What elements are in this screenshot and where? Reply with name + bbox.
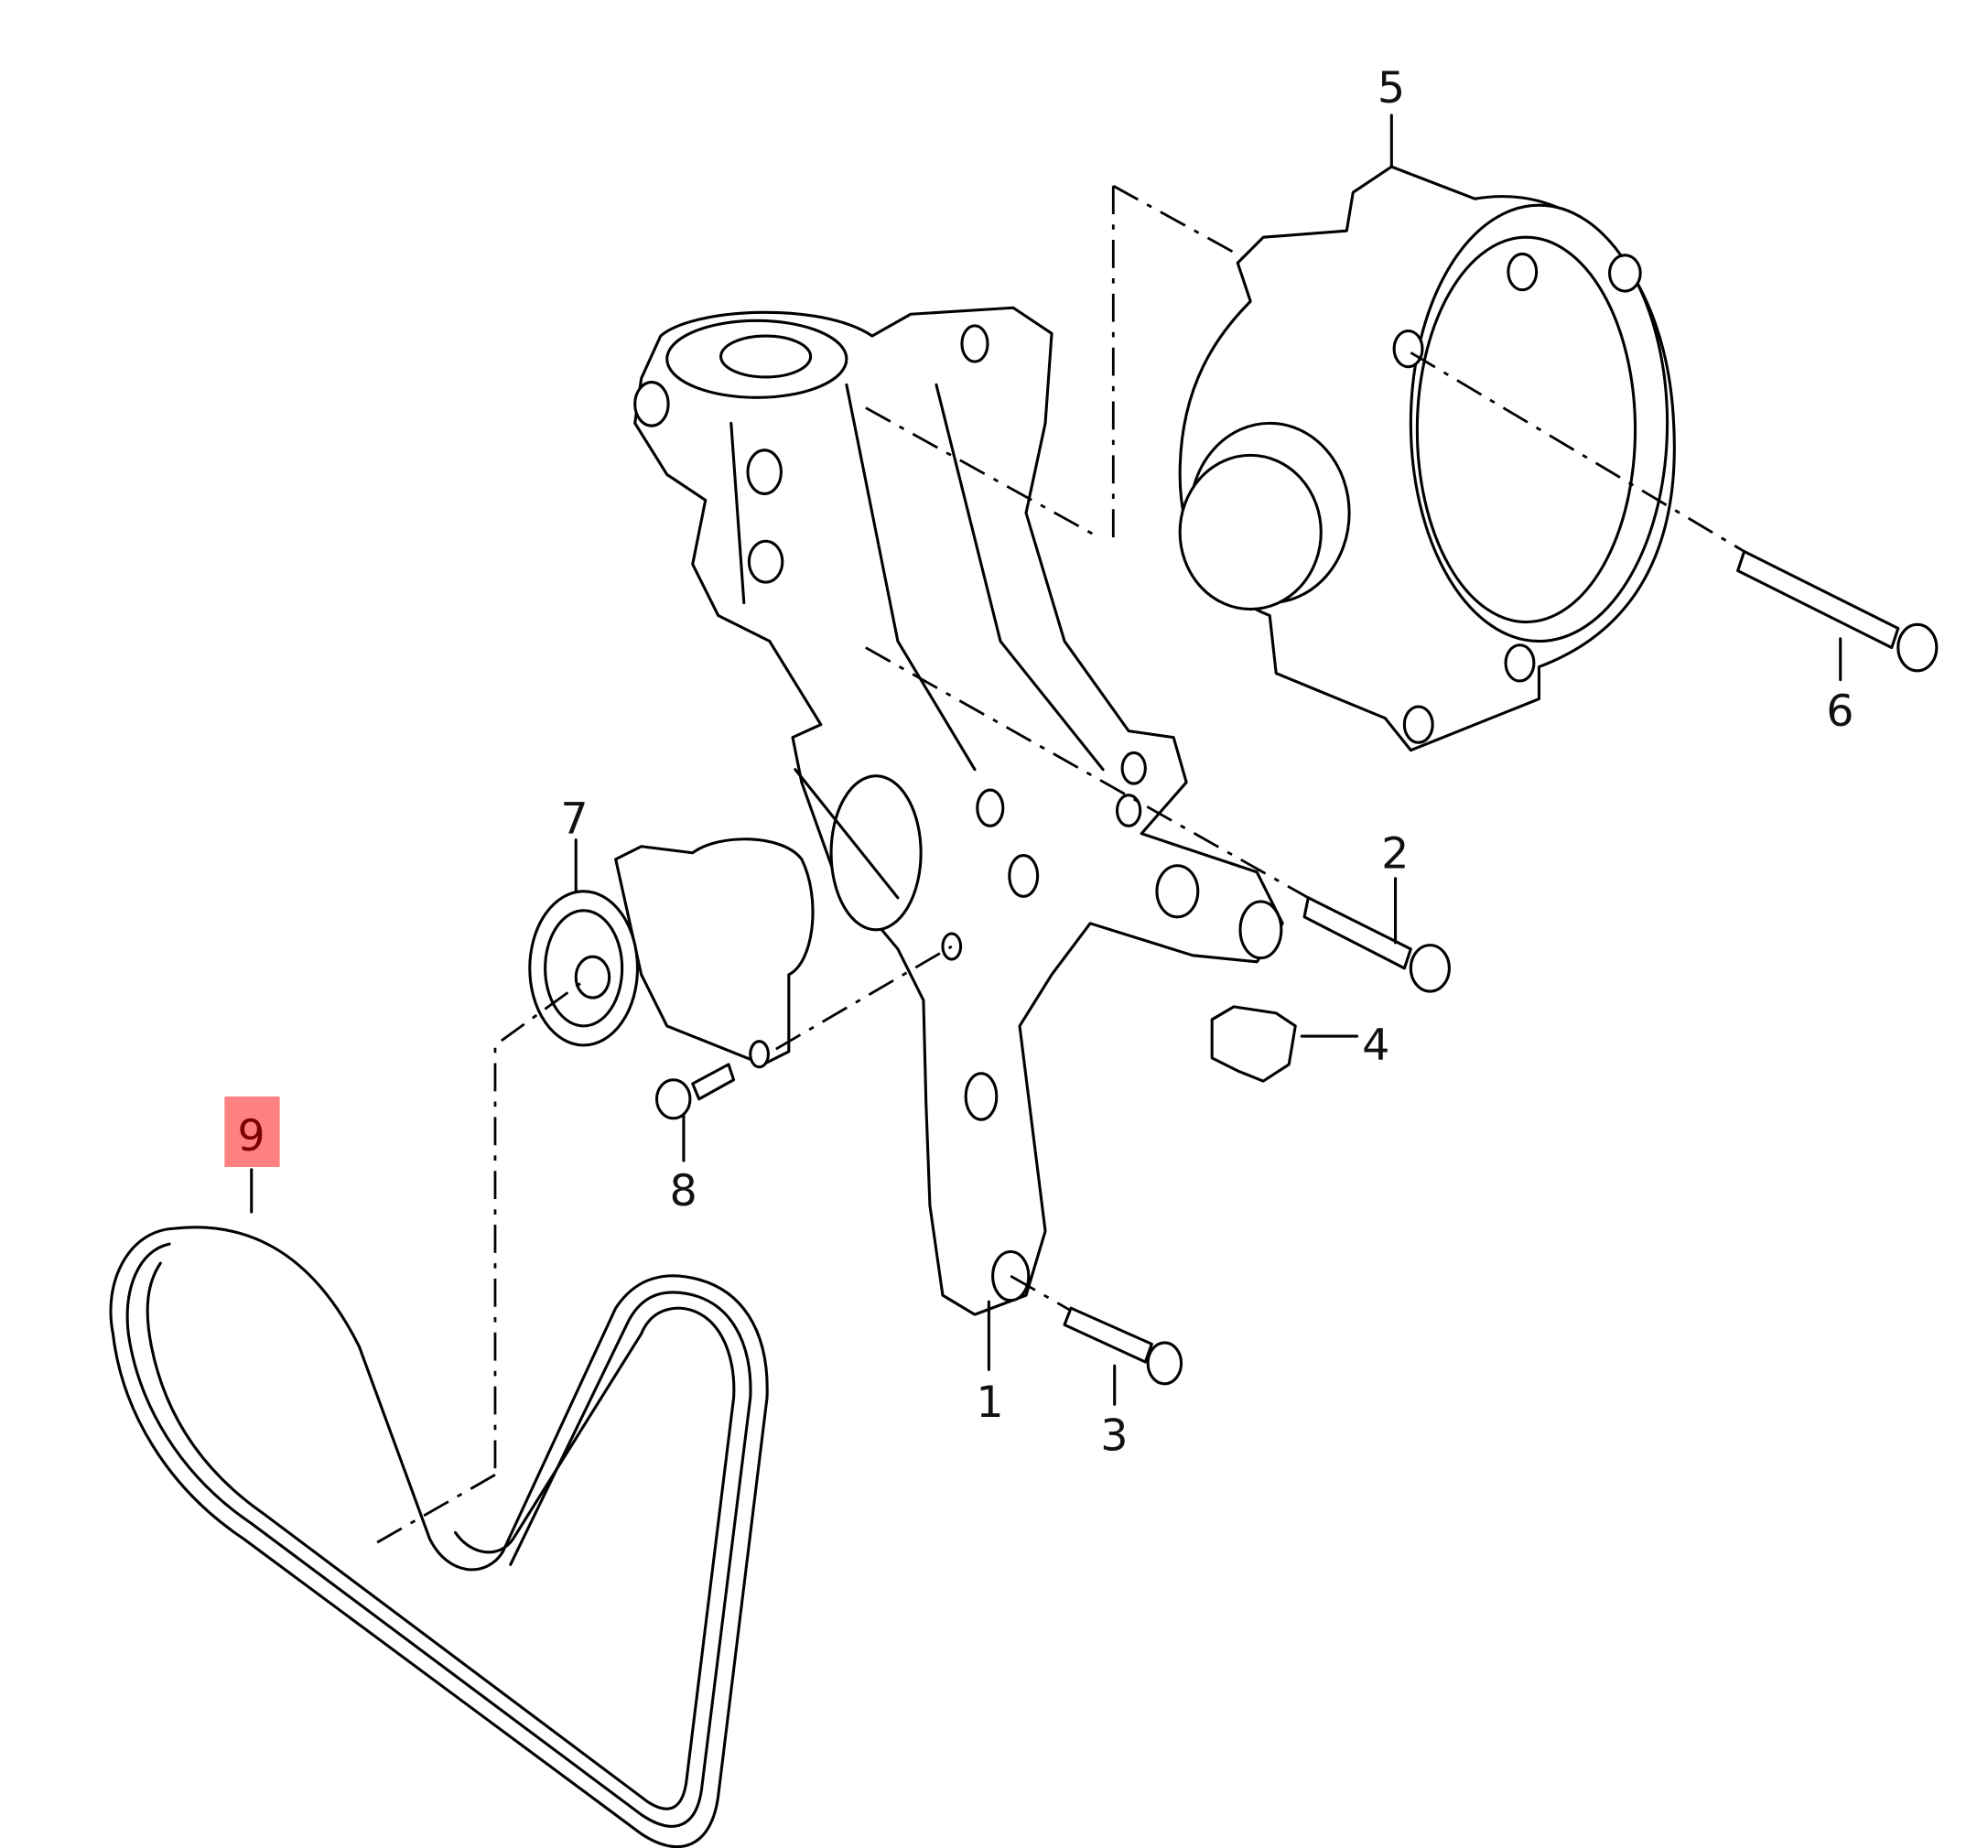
- alternator[interactable]: [1178, 165, 1676, 752]
- callout-3[interactable]: 3: [1100, 1411, 1128, 1462]
- callout-7[interactable]: 7: [560, 794, 588, 845]
- bracket[interactable]: [633, 306, 1284, 1316]
- leader-lines: [250, 113, 1842, 1406]
- bolt-6[interactable]: [1736, 549, 1939, 673]
- bolt-8[interactable]: [654, 1063, 736, 1120]
- belt-tensioner[interactable]: [528, 838, 815, 1069]
- callout-highlight: [224, 1096, 280, 1168]
- assembly-lines: [371, 184, 1745, 1547]
- clip-4[interactable]: [1210, 1005, 1297, 1083]
- callout-2[interactable]: 2: [1381, 829, 1409, 880]
- callout-8[interactable]: 8: [670, 1166, 697, 1216]
- callout-5[interactable]: 5: [1378, 63, 1405, 113]
- callout-1[interactable]: 1: [976, 1378, 1003, 1428]
- bolt-3[interactable]: [1063, 1306, 1183, 1386]
- ribbed-belt[interactable]: [109, 1226, 769, 1848]
- callout-6[interactable]: 6: [1826, 686, 1853, 737]
- callout-9[interactable]: 9: [237, 1111, 265, 1162]
- callout-4[interactable]: 4: [1362, 1020, 1389, 1070]
- bolt-2[interactable]: [1302, 896, 1451, 993]
